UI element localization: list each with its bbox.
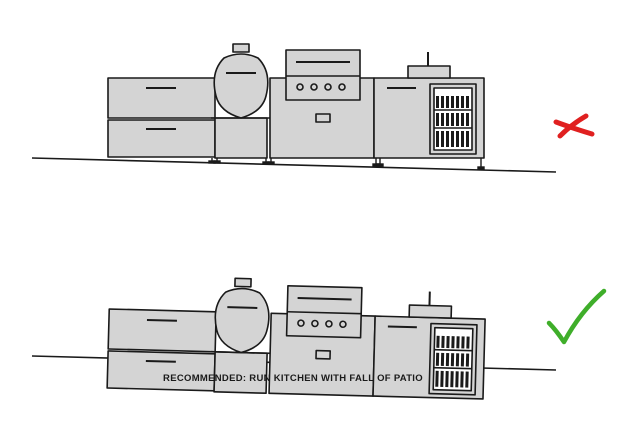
caption-recommendation: RECOMMENDED: RUN KITCHEN WITH FALL OF PA… [163,373,423,384]
outdoor-kitchen-level [107,43,485,159]
adjustable-feet [208,158,485,170]
check-icon [546,288,607,345]
scene-incorrect [31,43,595,173]
patio-ground-line [31,157,557,173]
scene-recommended [31,274,607,401]
cross-icon [553,113,595,139]
